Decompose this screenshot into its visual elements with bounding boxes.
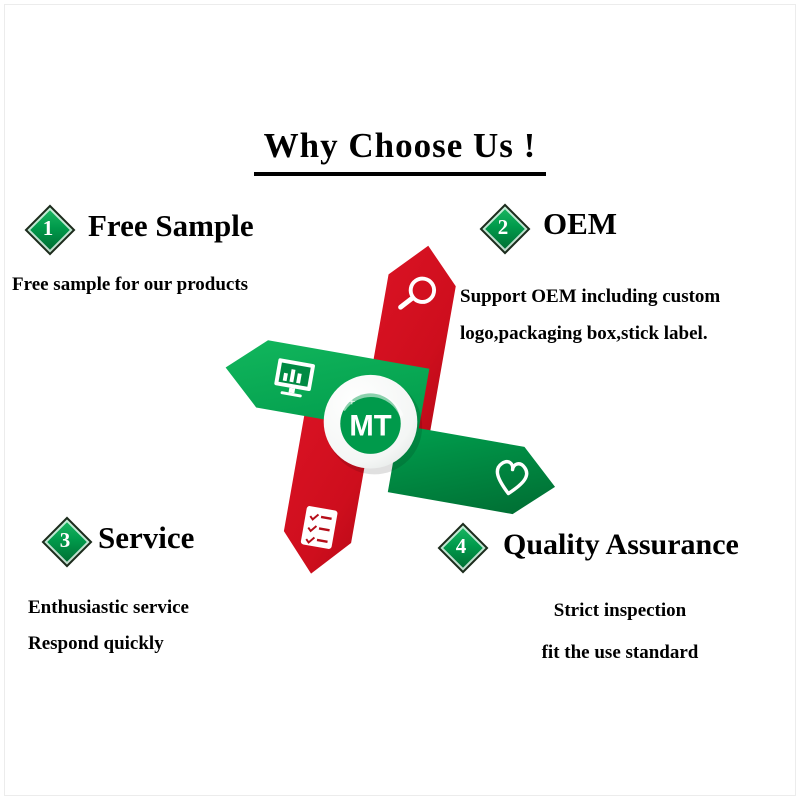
magnifier-icon <box>398 276 437 310</box>
center-logo: MT + <box>323 374 423 475</box>
feature-3-title: Service <box>98 520 195 555</box>
feature-2-title: OEM <box>543 206 618 241</box>
feature-2-line-2: logo,packaging box,stick label. <box>460 323 708 344</box>
feature-3-number: 3 <box>59 528 71 552</box>
page-title: Why Choose Us ! <box>253 126 547 176</box>
feature-4-description: Strict inspection fit the use standard <box>455 590 785 674</box>
feature-3-description: Enthusiastic service Respond quickly <box>28 590 189 662</box>
feature-1-number: 1 <box>42 216 54 240</box>
logo-sparkle: + <box>348 394 356 409</box>
feature-4-title: Quality Assurance <box>503 528 739 561</box>
feature-3-line-1: Enthusiastic service <box>28 597 189 618</box>
feature-1-number-badge: 1 <box>24 204 76 256</box>
header: Why Choose Us ! <box>0 126 800 176</box>
logo-text: MT <box>349 410 391 442</box>
feature-2-line-1: Support OEM including custom <box>460 286 721 307</box>
feature-3-line-2: Respond quickly <box>28 633 164 654</box>
pinwheel-graphic: MT + <box>225 245 556 574</box>
monitor-chart-icon <box>274 358 315 398</box>
feature-2-number: 2 <box>497 215 509 239</box>
feature-3-number-badge: 3 <box>41 516 93 568</box>
feature-4-line-1: Strict inspection <box>553 600 687 621</box>
feature-1-description: Free sample for our products <box>12 274 248 296</box>
feature-1-line-1: Free sample for our products <box>12 274 249 295</box>
feature-1-title: Free Sample <box>88 208 254 243</box>
feature-4-number: 4 <box>455 534 467 558</box>
heart-icon <box>495 460 529 496</box>
feature-4-line-2: fit the use standard <box>541 642 699 663</box>
feature-2-description: Support OEM including custom logo,packag… <box>460 278 720 352</box>
feature-2-number-badge: 2 <box>479 203 531 255</box>
checklist-icon <box>300 506 338 549</box>
feature-4-number-badge: 4 <box>437 522 489 574</box>
